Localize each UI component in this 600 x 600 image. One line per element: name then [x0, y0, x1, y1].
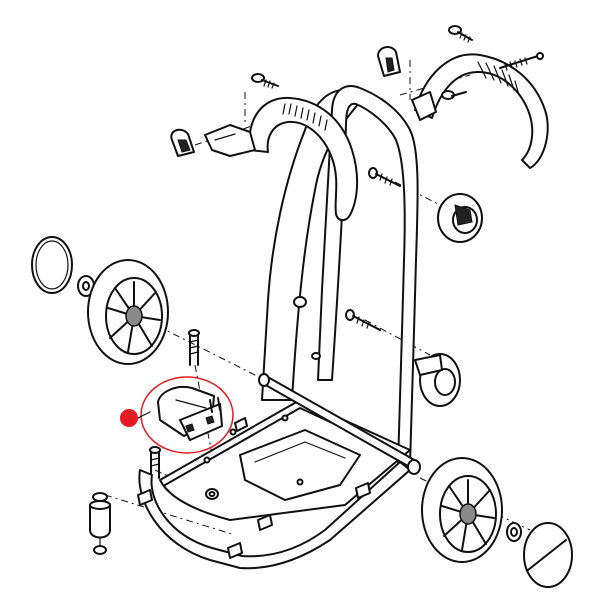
highlight-leader	[137, 411, 151, 419]
axle-bolt	[188, 329, 200, 366]
highlight-circle	[140, 376, 234, 454]
hose-hook-bracket	[411, 53, 549, 169]
bracket-part	[157, 386, 223, 441]
hub-cover-disc	[523, 522, 573, 588]
right-washer	[506, 522, 522, 542]
left-clamp	[170, 128, 195, 157]
hub-cap-upper	[437, 193, 483, 243]
left-wheel	[87, 259, 169, 365]
o-ring	[31, 236, 73, 294]
foot-stop	[89, 492, 111, 555]
highlight-marker	[120, 409, 138, 427]
right-wheel	[421, 457, 503, 563]
hook-ridges	[477, 61, 520, 96]
highlighted-part	[120, 376, 234, 454]
handle-frame	[248, 85, 419, 466]
long-bolt-right	[499, 52, 544, 71]
screw-top	[448, 25, 473, 43]
upper-clamp	[377, 46, 401, 77]
long-bolt-upper	[368, 167, 401, 187]
left-grip-mount	[204, 124, 256, 157]
foot-bolt	[149, 446, 161, 479]
screw-hook	[441, 90, 467, 100]
screw-left-top	[251, 73, 279, 89]
long-bolt-lower	[345, 309, 381, 331]
hub-cap-lower	[414, 353, 461, 407]
chassis-base	[137, 373, 421, 570]
grip-ridges	[282, 103, 328, 131]
